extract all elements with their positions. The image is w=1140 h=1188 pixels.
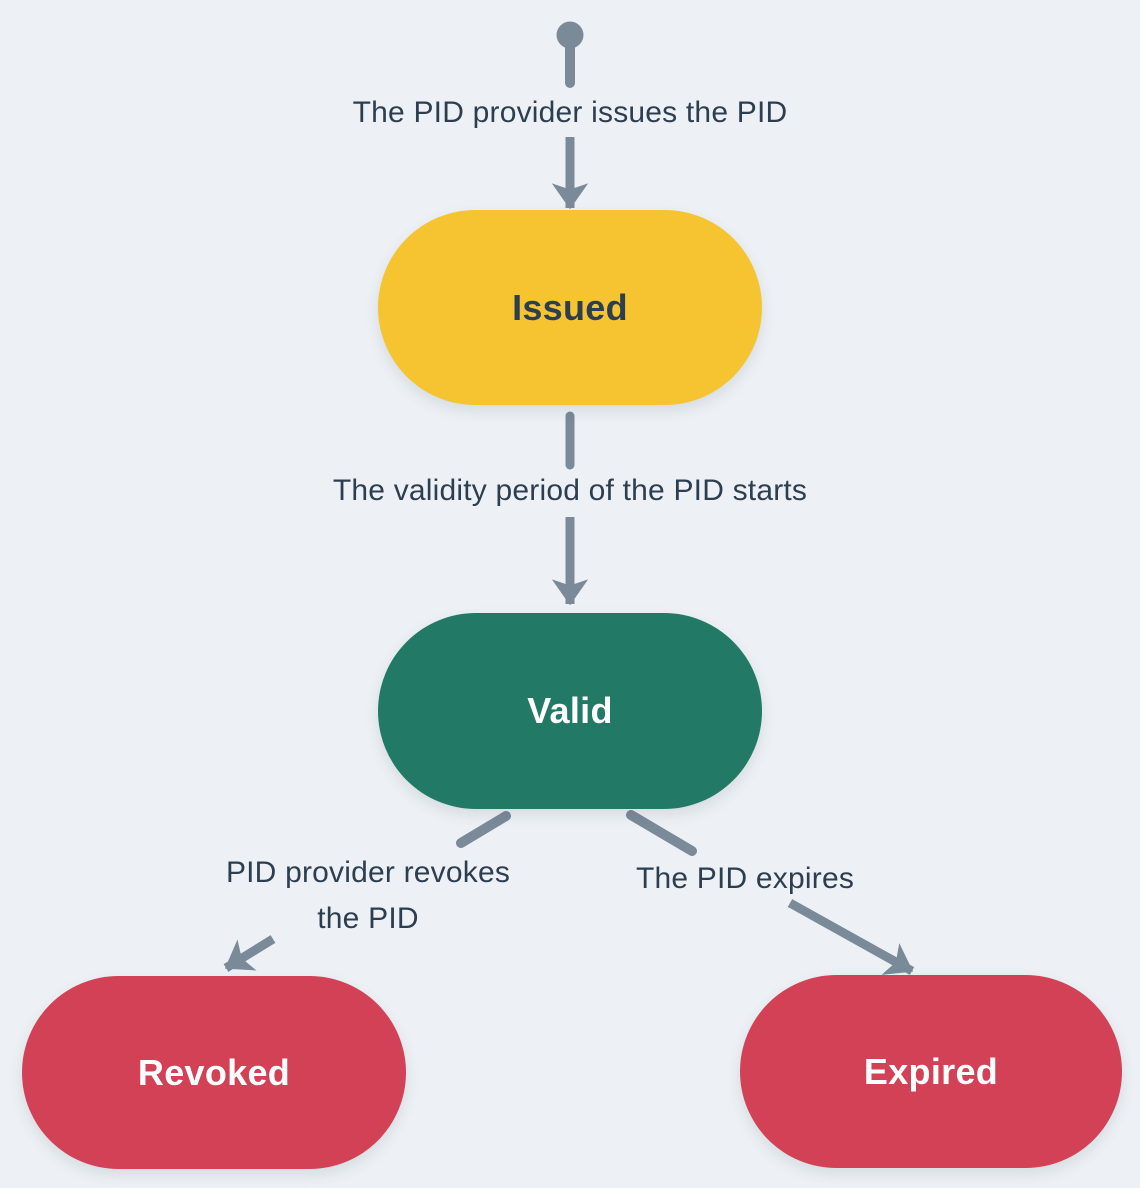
edge-label-revoke-line1: PID provider revokes [225,856,511,889]
edge-label-provider-revokes-pid: PID provider revokes the PID [118,850,618,942]
state-node-revoked: Revoked [22,976,406,1169]
state-node-valid: Valid [378,613,762,809]
state-node-issued: Issued [378,210,762,405]
state-node-issued-label: Issued [512,286,628,328]
edge-label-provider-issues-pid: The PID provider issues the PID [352,96,788,129]
state-node-expired: Expired [740,975,1122,1168]
edge-label-validity-period-starts: The validity period of the PID starts [332,474,808,507]
edge-valid-to-expired-arrow [787,899,915,975]
state-node-revoked-label: Revoked [137,1051,291,1093]
edge-valid-to-expired-upper-segment [626,810,697,856]
state-node-valid-label: Valid [527,690,613,731]
edge-valid-to-revoked-arrow [223,935,276,972]
state-node-expired-label: Expired [863,1050,999,1092]
edge-label-revoke-line2: the PID [317,902,419,935]
edge-valid-to-revoked-upper-segment [456,811,511,848]
edge-label-pid-expires: The PID expires [635,862,855,895]
